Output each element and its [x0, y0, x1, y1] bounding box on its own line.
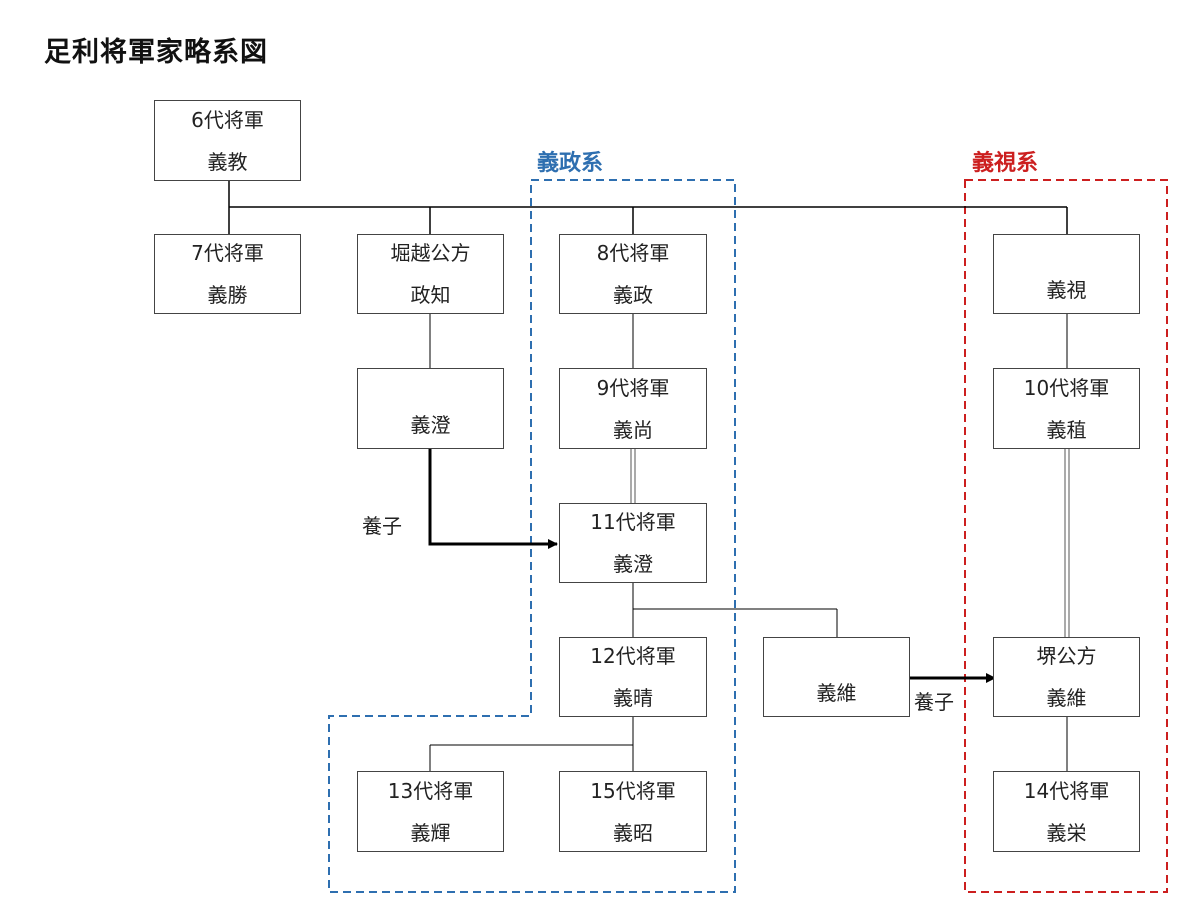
- adoption-note-yoshitsuna: 養子: [914, 690, 954, 714]
- node-shogun-12: 12代将軍 義晴: [559, 637, 707, 717]
- node-rank: 6代将軍: [191, 107, 264, 132]
- node-rank: 堺公方: [1036, 644, 1097, 668]
- yoshimasa-group-label: 義政系: [537, 151, 604, 176]
- node-rank: 8代将軍: [596, 241, 670, 265]
- yoshimi-group-outline: [964, 179, 1168, 893]
- node-name: 義晴: [613, 686, 653, 710]
- node-name: 義栄: [1046, 820, 1087, 845]
- node-shogun-13: 13代将軍 義輝: [357, 771, 504, 852]
- node-rank: 7代将軍: [191, 241, 264, 265]
- node-name: 義維: [816, 681, 857, 705]
- node-shogun-8: 8代将軍 義政: [559, 234, 707, 314]
- node-horigoe-kubo: 堀越公方 政知: [357, 234, 504, 314]
- node-name: 義勝: [207, 283, 248, 307]
- node-rank: 10代将軍: [1023, 375, 1110, 400]
- node-name: 義尚: [613, 417, 653, 442]
- node-yoshitsuna: 義維: [763, 637, 910, 717]
- node-name: 義澄: [410, 413, 451, 437]
- node-shogun-10: 10代将軍 義稙: [993, 368, 1140, 449]
- node-rank: 11代将軍: [590, 510, 676, 534]
- node-name: 義輝: [410, 820, 451, 845]
- node-name: 義政: [613, 283, 653, 307]
- node-rank: 15代将軍: [590, 778, 676, 803]
- node-shogun-9: 9代将軍 義尚: [559, 368, 707, 449]
- node-shogun-7: 7代将軍 義勝: [154, 234, 301, 314]
- node-name: 義教: [207, 149, 248, 174]
- node-name: 義稙: [1046, 417, 1087, 442]
- node-yoshizumi: 義澄: [357, 368, 504, 449]
- node-rank: 13代将軍: [387, 778, 474, 803]
- node-shogun-11: 11代将軍 義澄: [559, 503, 707, 583]
- node-rank: 堀越公方: [390, 241, 471, 265]
- node-name: 政知: [410, 283, 451, 307]
- node-name: 義維: [1046, 686, 1087, 710]
- adoption-note-yoshizumi: 養子: [362, 514, 402, 538]
- node-sakai-kubo: 堺公方 義維: [993, 637, 1140, 717]
- node-name: 義澄: [613, 552, 653, 576]
- node-shogun-14: 14代将軍 義栄: [993, 771, 1140, 852]
- node-shogun-15: 15代将軍 義昭: [559, 771, 707, 852]
- node-rank: 12代将軍: [590, 644, 676, 668]
- node-rank: 14代将軍: [1023, 778, 1110, 803]
- node-yoshimi: 義視: [993, 234, 1140, 314]
- node-shogun-6: 6代将軍 義教: [154, 100, 301, 181]
- node-rank: 9代将軍: [596, 375, 670, 400]
- yoshimi-group-label: 義視系: [972, 151, 1039, 176]
- page-title: 足利将軍家略系図: [44, 37, 268, 68]
- node-name: 義昭: [613, 820, 653, 845]
- node-name: 義視: [1046, 278, 1087, 302]
